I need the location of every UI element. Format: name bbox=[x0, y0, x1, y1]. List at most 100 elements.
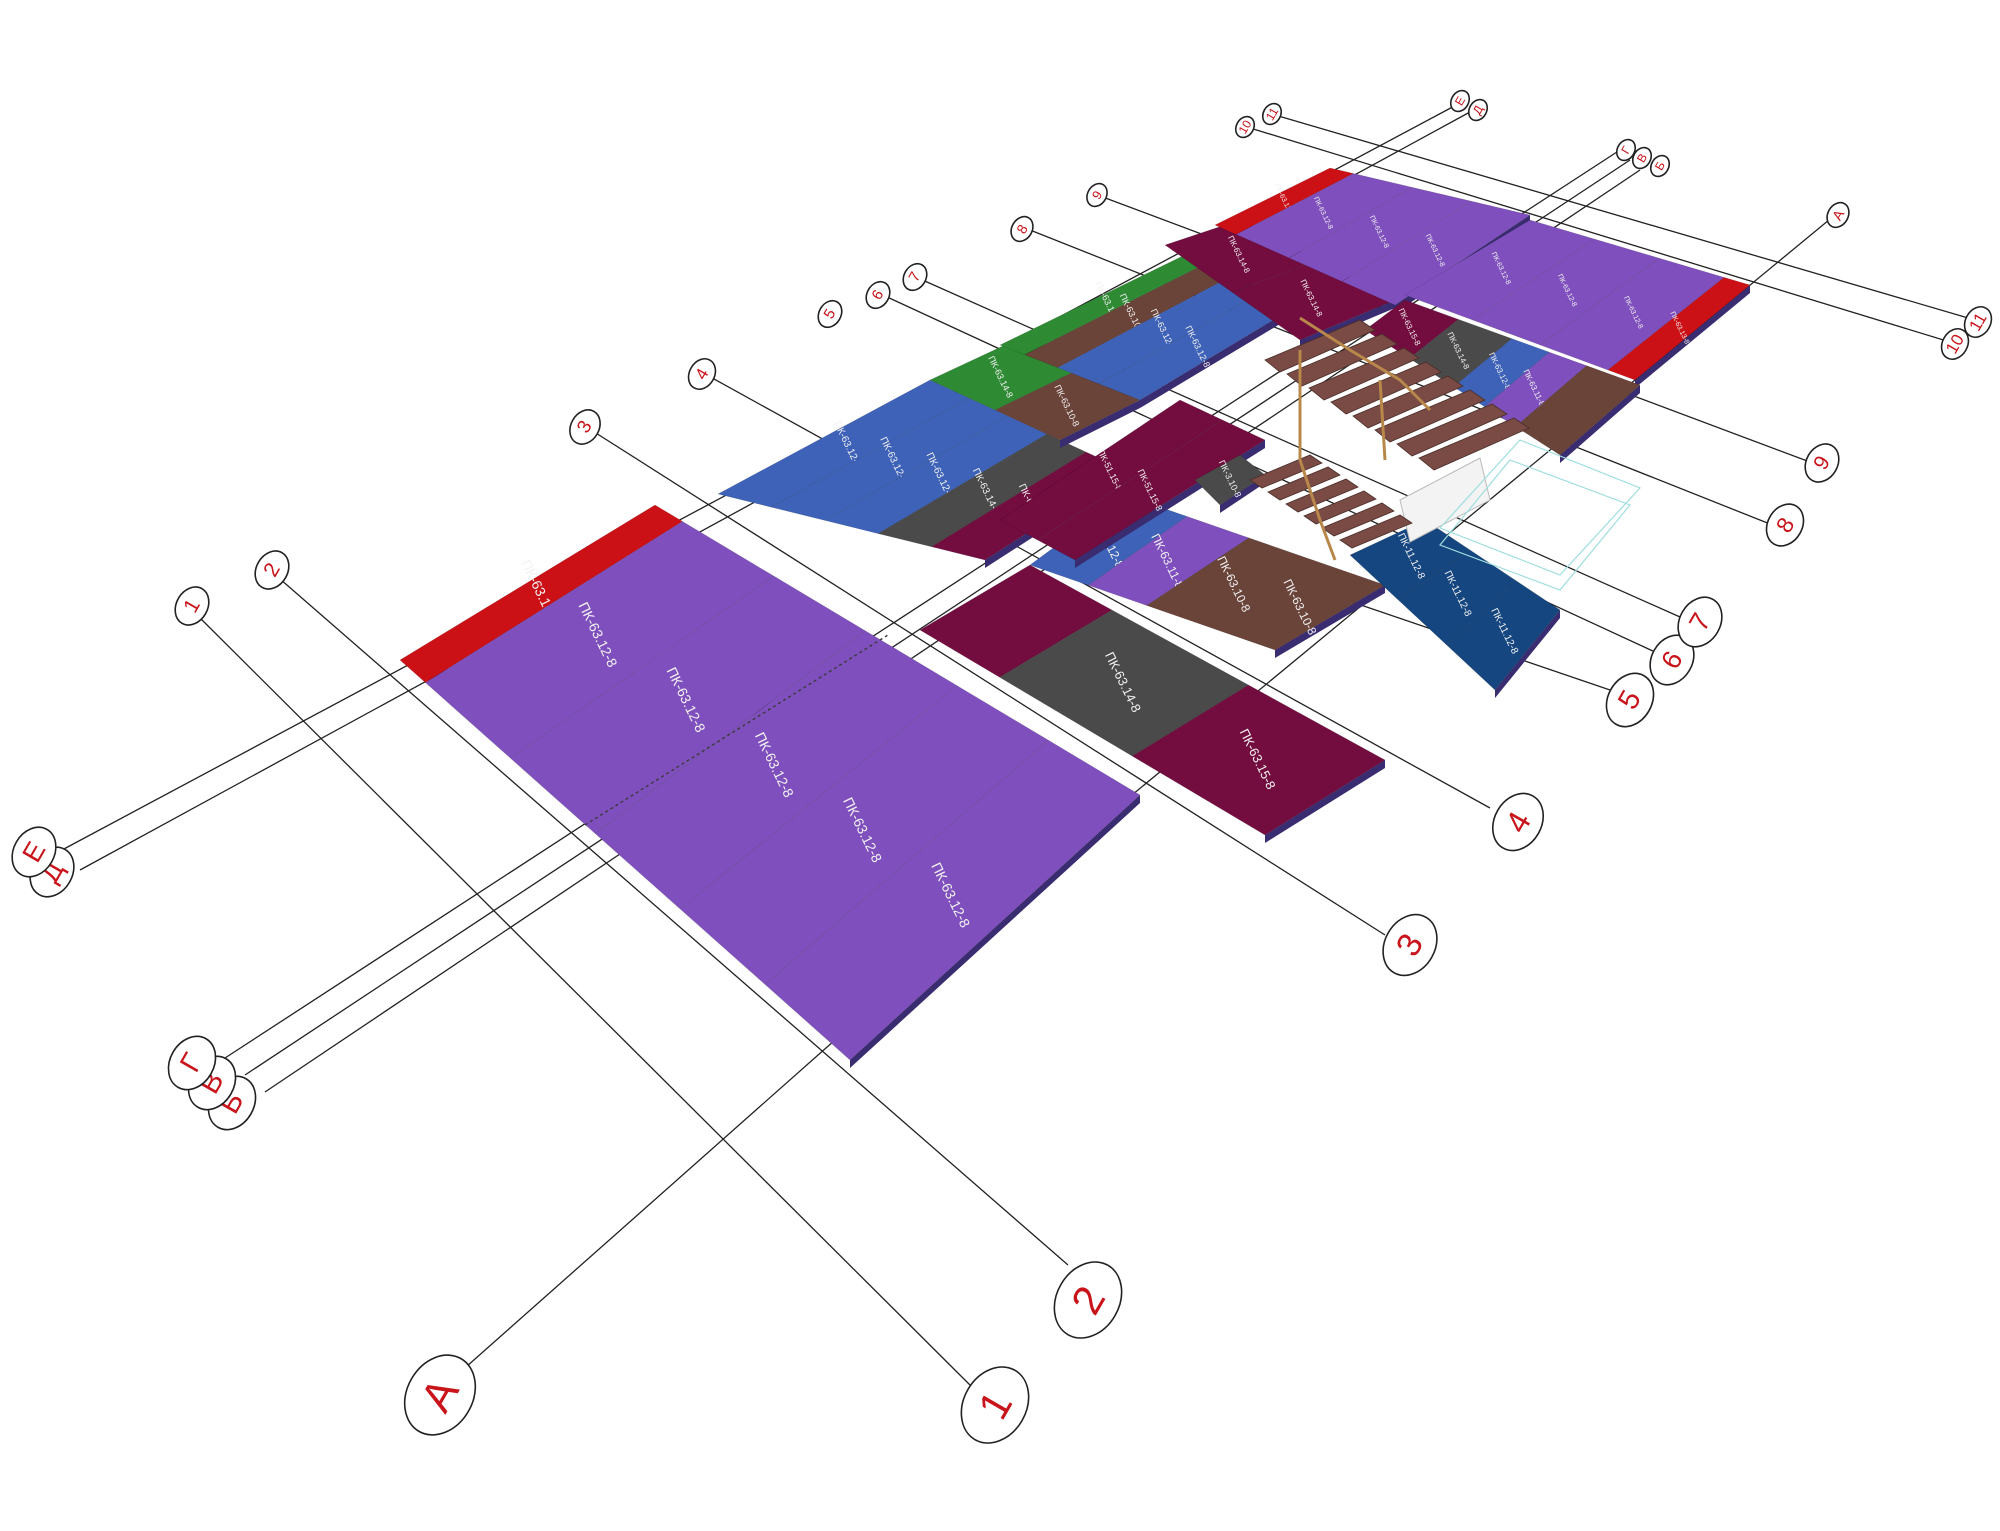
axis-bubble-circle bbox=[1467, 98, 1489, 122]
axis-bubble-9-end: 9 bbox=[1804, 443, 1840, 483]
stair-step bbox=[1321, 502, 1395, 537]
stair-landing-wall bbox=[1399, 457, 1491, 543]
axis-bubble-circle bbox=[1649, 154, 1671, 178]
axis-bubble-circle bbox=[1491, 792, 1545, 852]
axis-bubble-8-start: 8 bbox=[1010, 215, 1034, 243]
slab-group-center-edge bbox=[1265, 760, 1385, 843]
axis-bubble-3-end: 3 bbox=[1382, 913, 1438, 977]
axis-bubble-10-end: 10 bbox=[1940, 328, 1970, 360]
axis-bubble-7-start: 7 bbox=[902, 262, 928, 292]
axis-bubble-10-start: 10 bbox=[1234, 115, 1256, 139]
axis-bubble-circle bbox=[1053, 1261, 1123, 1339]
slab-group-stair-cell-edge bbox=[1220, 475, 1265, 513]
axis-bubble-8-end: 8 bbox=[1765, 503, 1805, 547]
axis-bubble-5-start: 5 bbox=[817, 299, 843, 329]
axis-bubble-circle bbox=[1086, 182, 1108, 208]
slab-group-northeast-slab-4 bbox=[1607, 277, 1751, 381]
axis-bubble-circle bbox=[1826, 201, 1850, 229]
slab-group-south-edge bbox=[850, 795, 1140, 1068]
slab-group-east-edge bbox=[1560, 385, 1640, 463]
axis-bubble-G-end: Г bbox=[1615, 138, 1637, 162]
axis-bubble-circle bbox=[1804, 443, 1840, 483]
axis-bubble-circle bbox=[1940, 328, 1970, 360]
slab-group-southeast-edge bbox=[1495, 610, 1560, 698]
stair-step bbox=[1308, 347, 1420, 401]
axis-bubble-A-end: А bbox=[1826, 201, 1850, 229]
axis-bubble-circle bbox=[174, 586, 210, 626]
staircase bbox=[1249, 316, 1642, 591]
slab-group-center-slab-3 bbox=[1131, 684, 1386, 836]
stair-step bbox=[1286, 333, 1398, 387]
axis-bubble-circle bbox=[1963, 306, 1993, 338]
slab-group-south-slab-6 bbox=[764, 739, 1141, 1061]
slab-group-north-edge bbox=[1140, 310, 1290, 408]
axis-bubble-circle bbox=[1382, 913, 1438, 977]
axis-bubble-11-start: 11 bbox=[1261, 102, 1283, 126]
stair-step bbox=[1396, 403, 1508, 457]
axis-bubble-D-end: Д bbox=[1467, 98, 1489, 122]
stair-step bbox=[1267, 466, 1341, 501]
stair-step bbox=[1264, 319, 1376, 373]
slab-group-southeast: ПК-11.12-8ПК-11.12-8ПК-11.12-8 bbox=[1349, 519, 1561, 698]
axis-bubble-circle bbox=[1449, 89, 1471, 113]
stair-step bbox=[1418, 417, 1530, 471]
axis-bubble-9-start: 9 bbox=[1086, 182, 1108, 208]
axis-bubble-4-end: 4 bbox=[1491, 792, 1545, 852]
axis-bubble-6-start: 6 bbox=[865, 280, 891, 310]
axis-line bbox=[439, 1039, 836, 1391]
axis-bubble-circle bbox=[1677, 596, 1723, 648]
slab-group-east-slab-5 bbox=[1515, 365, 1641, 456]
slab-group-mid-slab-2 bbox=[1036, 419, 1266, 561]
axis-bubble-circle bbox=[167, 1035, 217, 1091]
stair-step bbox=[1303, 490, 1377, 525]
stair-handrail-3 bbox=[1378, 379, 1387, 461]
slab-group-center: ПК-63.14-8ПК-63.15-8 bbox=[919, 564, 1386, 843]
slab-group-center-b-edge bbox=[1275, 585, 1385, 658]
axis-bubble-circle bbox=[254, 550, 290, 590]
axis-bubble-circle bbox=[1234, 115, 1256, 139]
axis-bubble-circle bbox=[569, 409, 601, 445]
axis-line bbox=[1249, 127, 1951, 343]
axis-bubble-circle bbox=[687, 358, 717, 390]
axis-bubble-E-end: Е bbox=[1449, 89, 1471, 113]
axis-label: 10 bbox=[1236, 117, 1255, 136]
axis-bubble-7-end: 7 bbox=[1677, 596, 1723, 648]
axis-bubble-5-end: 5 bbox=[1605, 672, 1655, 728]
stair-handrail-2 bbox=[1298, 350, 1337, 561]
axis-bubble-E-start: Е bbox=[11, 826, 57, 878]
axis-bubble-B-end: Б bbox=[1649, 154, 1671, 178]
axis-bubble-3-start: 3 bbox=[569, 409, 601, 445]
axis-bubble-circle bbox=[403, 1354, 477, 1436]
stair-step bbox=[1285, 478, 1359, 513]
axis-bubble-circle bbox=[902, 262, 928, 292]
axis-bubble-G-start: Г bbox=[167, 1035, 217, 1091]
axis-bubble-11-end: 11 bbox=[1963, 306, 1993, 338]
axis-bubble-circle bbox=[865, 280, 891, 310]
axis-bubble-1-start: 1 bbox=[174, 586, 210, 626]
slab-group-south: ПК-63.13-8ПК-63.12-8ПК-63.12-8ПК-63.12-8… bbox=[399, 504, 1141, 1068]
axis-line bbox=[587, 427, 1386, 936]
stair-step bbox=[1339, 514, 1413, 549]
glass-railing bbox=[1438, 439, 1642, 576]
axis-bubble-circle bbox=[1615, 138, 1637, 162]
axis-bubble-4-start: 4 bbox=[687, 358, 717, 390]
axis-bubble-circle bbox=[817, 299, 843, 329]
axis-line bbox=[271, 571, 1069, 1266]
glass-railing-2 bbox=[1439, 459, 1631, 591]
axis-bubble-circle bbox=[1261, 102, 1283, 126]
axis-bubble-2-start: 2 bbox=[254, 550, 290, 590]
stair-step bbox=[1249, 454, 1323, 489]
slab-group-northwest-slab-4 bbox=[1341, 200, 1531, 306]
slab-group-southeast-slab-3 bbox=[1446, 579, 1561, 691]
axis-bubble-circle bbox=[1010, 215, 1034, 243]
slab-group-northeast-edge bbox=[1635, 285, 1750, 388]
axis-bubble-6-end: 6 bbox=[1649, 634, 1695, 686]
slab-groups: ПК-63.13-8ПК-63.12-8ПК-63.12-8ПК-63.12-8… bbox=[399, 167, 1751, 1068]
slab-group-stair-cell: ПК-3.10-8 bbox=[1194, 454, 1266, 513]
axis-bubble-2-end: 2 bbox=[1053, 1261, 1123, 1339]
slab-group-west-top-edge bbox=[1060, 400, 1140, 448]
